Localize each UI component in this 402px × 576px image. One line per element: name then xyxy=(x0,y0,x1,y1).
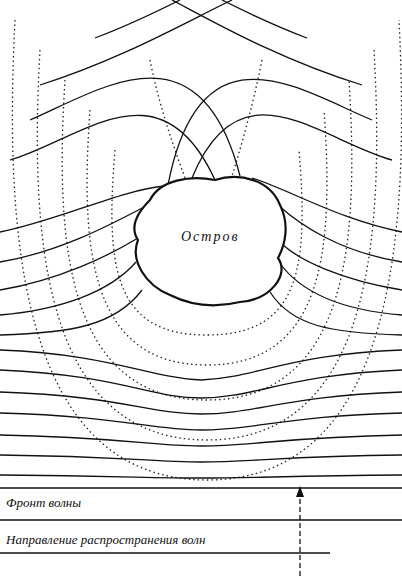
island-name: Остров xyxy=(181,229,240,245)
caption-label: Направление распространения волн xyxy=(4,532,207,548)
wave-fronts xyxy=(0,0,402,553)
direction-arrow xyxy=(296,486,304,576)
wave-rays xyxy=(12,20,401,480)
caption-label: Фронт волны xyxy=(4,495,83,511)
island-node: Остров xyxy=(128,170,293,310)
